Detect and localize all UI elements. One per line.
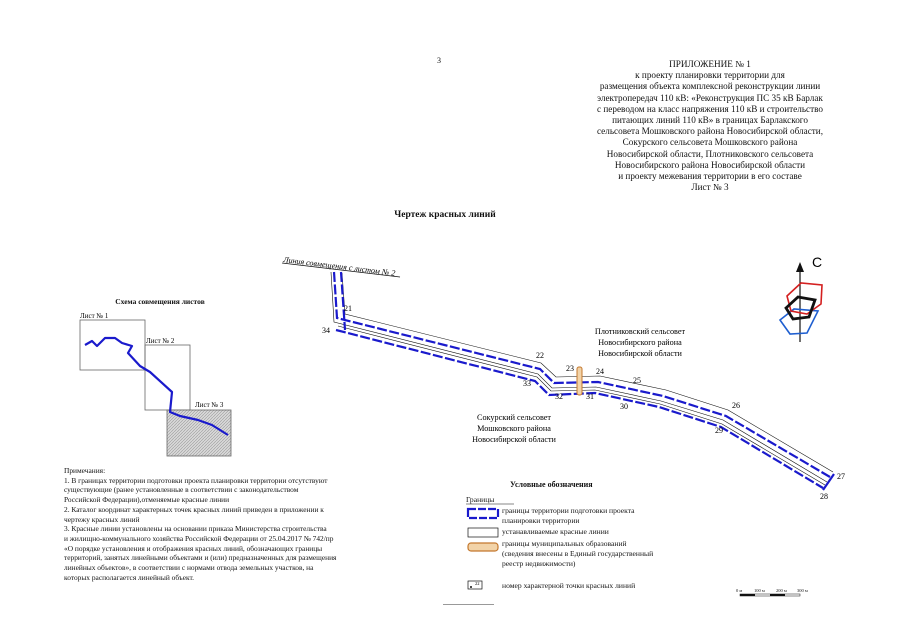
- legend-red-line-symbol: [467, 527, 499, 538]
- legend-item-point: номер характерной точки красных линий: [502, 581, 636, 590]
- point-30: 30: [620, 402, 628, 411]
- notes-line: Примечания:: [64, 466, 106, 475]
- red-line-north: [330, 271, 828, 483]
- north-arrow: С: [778, 254, 823, 342]
- legend-point-sample: 22: [475, 581, 480, 586]
- point-23: 23: [566, 364, 574, 373]
- appendix-line: электропередач 110 кВ: «Реконструкция ПС…: [597, 92, 823, 103]
- area-sokursky-2: Мошковского района: [477, 424, 551, 433]
- red-line-south: [337, 325, 826, 486]
- point-28: 28: [820, 492, 828, 501]
- appendix-line: Сокурского сельсовета Мошковского района: [622, 137, 798, 148]
- notes-line: и жилищно-коммунального хозяйства Россий…: [64, 533, 334, 543]
- appendix-line: Новосибирской области, Плотниковского се…: [606, 148, 814, 159]
- appendix-line: с переводом на класс напряжения 110 кВ и…: [597, 103, 823, 114]
- corridor-end-east: [822, 473, 835, 491]
- legend-item-municipal-3: реестр недвижимости): [502, 559, 576, 568]
- sheet-3-frame: [166, 409, 232, 457]
- area-plotnikovsky-2: Новосибирского района: [598, 338, 682, 347]
- appendix-line: к проекту планировки территории для: [635, 70, 785, 81]
- notes-line: существующие (ранее установленные в соот…: [64, 485, 299, 495]
- corridor-end-west: [339, 271, 347, 331]
- municipal-boundary-mark: [576, 366, 583, 396]
- point-21: 21: [344, 304, 352, 313]
- legend-item-municipal-1: границы муниципальных образований: [502, 539, 627, 548]
- red-line-inner: [341, 272, 834, 473]
- legend-title: Условные обозначения: [510, 480, 593, 489]
- appendix-line: питающих линий 110 кВ» в границах Барлак…: [612, 115, 808, 126]
- scale-bar: [739, 593, 801, 597]
- point-34: 34: [322, 326, 330, 335]
- legend-municipal-symbol: [467, 542, 499, 552]
- legend-point-symbol: [467, 580, 483, 590]
- appendix-line: размещения объекта комплексной реконстру…: [599, 81, 821, 92]
- notes-line: которых располагается линейный объект.: [64, 572, 195, 582]
- appendix-line: сельсовета Мошковского района Новосибирс…: [596, 126, 824, 137]
- notes-line: «О порядке установления и отображения кр…: [64, 543, 323, 553]
- sheet-1-label: Лист № 1: [80, 312, 109, 320]
- sheet-2-frame: [144, 344, 191, 411]
- notes-line: 1. В границах территории подготовки прое…: [64, 475, 328, 485]
- corridor: [330, 271, 835, 491]
- legend-heading: Границы: [466, 495, 495, 504]
- scheme-route-line: [84, 336, 229, 436]
- point-22: 22: [536, 351, 544, 360]
- area-plotnikovsky-1: Плотниковский сельсовет: [595, 327, 686, 336]
- sheet-scheme: Лист № 1 Лист № 2 Лист № 3: [79, 312, 232, 457]
- junction-label: Линия совмещения с листом № 2: [282, 255, 396, 278]
- point-27: 27: [837, 472, 845, 481]
- notes-block: Примечания: 1. В границах территории под…: [64, 466, 414, 582]
- legend-item-boundary-2: планировки территории: [502, 516, 580, 525]
- point-31: 31: [586, 392, 594, 401]
- appendix-line: ПРИЛОЖЕНИЕ № 1: [669, 59, 751, 69]
- notes-line: территорий, занятых линейными объектами …: [64, 553, 337, 563]
- notes-line: 3. Красные линии установлены на основани…: [64, 524, 327, 534]
- point-labels: 21 22 23 24 25 26 27 28 29 30 31 32 33 3…: [322, 304, 845, 501]
- legend-symbols: 22: [466, 503, 514, 590]
- north-letter: С: [812, 254, 822, 270]
- drawing-title: Чертеж красных линий: [394, 210, 496, 220]
- legend-item-red-lines: устанавливаемые красные линии: [502, 527, 609, 536]
- sheet-1-frame: [79, 319, 146, 371]
- page-number: 3: [437, 56, 441, 65]
- compass-red-shape: [786, 282, 823, 315]
- notes-line: Российской Федерации),отменяемые красные…: [64, 495, 230, 505]
- area-sokursky-3: Новосибирской области: [472, 435, 556, 444]
- compass-black-shape: [784, 295, 817, 321]
- point-26: 26: [732, 401, 740, 410]
- corridor-boundary-north: [332, 271, 831, 478]
- legend-boundary-symbol: [466, 507, 500, 520]
- notes-line: линейных объектов», в соответствии с нор…: [64, 563, 314, 573]
- point-25: 25: [633, 376, 641, 385]
- scale-label-200: 200 м: [776, 588, 787, 593]
- appendix-line: Новосибирского района Новосибирской обла…: [614, 159, 806, 170]
- scale-label-100: 100 м: [754, 588, 765, 593]
- area-plotnikovsky-3: Новосибирской области: [598, 349, 682, 358]
- legend-item-boundary-1: границы территории подготовки проекта: [502, 506, 635, 515]
- notes-line: 2. Каталог координат характерных точек к…: [64, 504, 324, 514]
- appendix-header: ПРИЛОЖЕНИЕ № 1 к проекту планировки терр…: [560, 59, 860, 193]
- sheet-3-label: Лист № 3: [195, 401, 224, 409]
- scale-label-0: 0 м: [736, 588, 743, 593]
- scheme-title: Схема совмещения листов: [115, 297, 205, 306]
- point-24: 24: [596, 367, 604, 376]
- appendix-line: и проекту межевания территории в его сос…: [618, 171, 802, 182]
- point-29: 29: [715, 426, 723, 435]
- point-33: 33: [523, 379, 531, 388]
- area-labels: Плотниковский сельсовет Новосибирского р…: [472, 327, 685, 444]
- point-32: 32: [555, 392, 563, 401]
- appendix-line: Лист № 3: [691, 182, 729, 193]
- area-sokursky-1: Сокурский сельсовет: [477, 413, 551, 422]
- scale-label-300: 300 м: [797, 588, 808, 593]
- corridor-boundary-south: [335, 328, 824, 489]
- notes-line: чертежу красных линий: [64, 514, 140, 524]
- sheet-2-label: Лист № 2: [146, 337, 175, 345]
- footer-line: [443, 604, 494, 605]
- legend-item-municipal-2: (сведения внесены в Единый государственн…: [502, 549, 654, 558]
